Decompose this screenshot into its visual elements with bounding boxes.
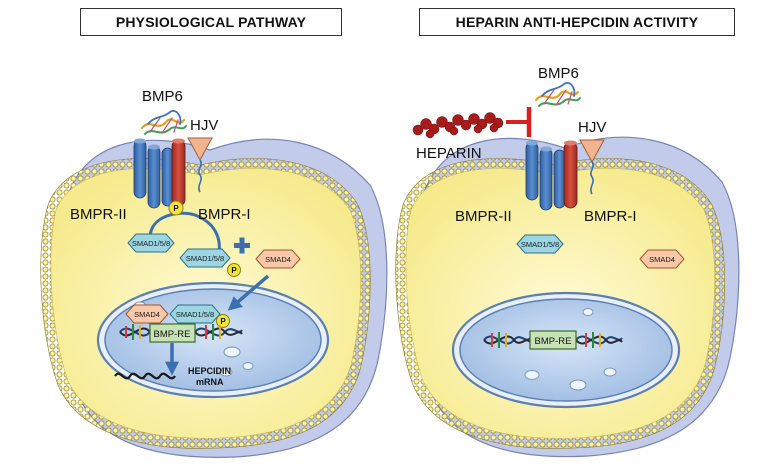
right-heparin-label: HEPARIN bbox=[416, 145, 482, 162]
right-receptor-bmpr1 bbox=[553, 140, 578, 209]
left-smad-phospho bbox=[227, 263, 241, 277]
left-mrna-label: mRNA bbox=[196, 377, 224, 387]
left-bmp6-ligand-icon bbox=[140, 110, 187, 135]
heparin-molecule-icon bbox=[412, 112, 504, 139]
left-nuclear-smad158-label: SMAD1/5/8 bbox=[176, 310, 214, 319]
left-hjv-label: HJV bbox=[190, 117, 218, 134]
left-smad4 bbox=[255, 249, 301, 269]
left-smad158-phos-label: SMAD1/5/8 bbox=[186, 254, 224, 263]
left-receptor-phospho-label: P bbox=[173, 204, 179, 213]
heparin-inhibition-icon bbox=[506, 107, 532, 137]
left-bmp-re-box bbox=[149, 323, 196, 343]
left-bmpr2-label: BMPR-II bbox=[70, 206, 127, 223]
left-nuclear-smad4-label: SMAD4 bbox=[134, 310, 160, 319]
left-bmp6-label: BMP6 bbox=[142, 88, 183, 105]
left-nuclear-smad4 bbox=[125, 304, 169, 324]
right-bmp6-label: BMP6 bbox=[538, 65, 579, 82]
left-activation-arrow bbox=[148, 211, 226, 263]
left-smad4-label: SMAD4 bbox=[265, 255, 291, 264]
left-panel-title: PHYSIOLOGICAL PATHWAY bbox=[80, 8, 342, 36]
right-bmp-re-box bbox=[529, 330, 577, 350]
left-mrna-icon bbox=[114, 372, 176, 380]
right-nucleus bbox=[451, 291, 681, 409]
left-smad-phospho-label: P bbox=[231, 266, 237, 275]
left-dna-icon bbox=[119, 324, 243, 340]
left-receptor-bmpr2 bbox=[133, 138, 161, 209]
left-nuclear-phospho bbox=[216, 314, 230, 328]
left-receptor-bmpr1 bbox=[161, 138, 186, 207]
right-bmp6-ligand-icon bbox=[534, 82, 581, 107]
right-hjv-icon bbox=[579, 139, 605, 195]
right-smad4 bbox=[639, 249, 685, 269]
left-smad158-label: SMAD1/5/8 bbox=[132, 239, 170, 248]
right-dna-icon bbox=[483, 332, 623, 348]
right-bmpr1-label: BMPR-I bbox=[584, 208, 637, 225]
left-receptor-phospho bbox=[168, 200, 184, 216]
right-smad158 bbox=[516, 234, 564, 254]
left-smad158-unphos bbox=[127, 233, 175, 253]
right-smad158-label: SMAD1/5/8 bbox=[521, 240, 559, 249]
left-smad158-phos bbox=[179, 248, 231, 268]
left-bmpr1-label: BMPR-I bbox=[198, 206, 251, 223]
left-bmp-re-label: BMP-RE bbox=[154, 329, 191, 340]
right-bmp-re-label: BMP-RE bbox=[535, 336, 572, 347]
right-panel-title: HEPARIN ANTI-HEPCIDIN ACTIVITY bbox=[419, 8, 735, 36]
right-smad4-label: SMAD4 bbox=[649, 255, 675, 264]
left-hjv-icon bbox=[187, 137, 213, 193]
right-bmpr2-label: BMPR-II bbox=[455, 208, 512, 225]
left-translocation-arrow bbox=[227, 274, 270, 311]
left-hepcidin-label: HEPCIDIN bbox=[188, 366, 231, 376]
left-plus-icon bbox=[234, 237, 250, 254]
right-hjv-label: HJV bbox=[578, 119, 606, 136]
right-receptor-bmpr2 bbox=[525, 140, 553, 211]
left-nuclear-smad158 bbox=[169, 304, 221, 324]
left-nuclear-phospho-label: P bbox=[220, 317, 226, 326]
